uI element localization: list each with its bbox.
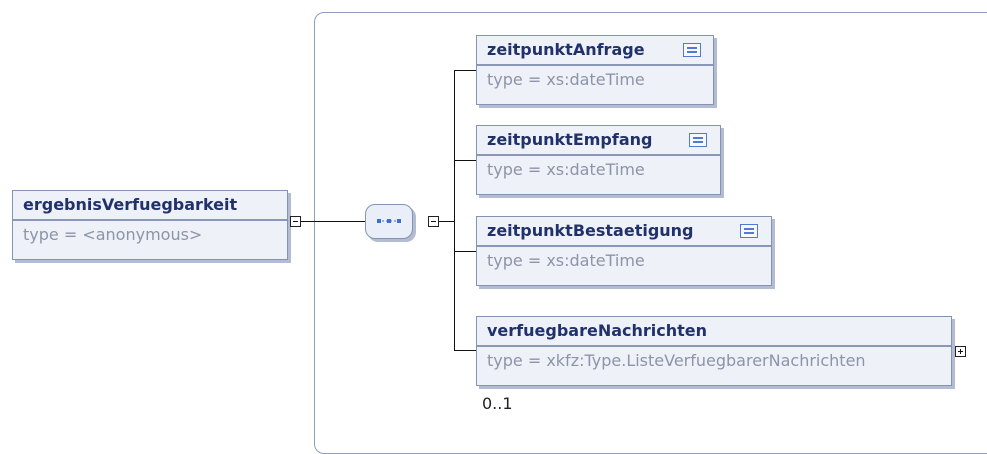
connector-root-sequence [301,221,365,222]
element-name: zeitpunktAnfrage [477,36,713,66]
element-name: zeitpunktBestaetigung [477,217,771,247]
element-zeitpunkt-empfang[interactable]: zeitpunktEmpfang type = xs:dateTime [476,125,721,195]
element-type: type = xkfz:Type.ListeVerfuegbarerNachri… [487,351,866,370]
branch-line-4 [454,350,476,351]
element-verfuegbare-nachrichten[interactable]: verfuegbareNachrichten type = xkfz:Type.… [476,316,952,386]
root-element-box[interactable]: ergebnisVerfuegbarkeit type = <anonymous… [12,190,288,260]
sequence-compositor[interactable] [365,204,413,239]
sequence-collapse-toggle[interactable] [428,216,439,227]
root-collapse-toggle[interactable] [290,216,301,227]
branch-vertical-line [454,70,455,351]
sequence-icon [377,219,401,223]
element-zeitpunkt-anfrage[interactable]: zeitpunktAnfrage type = xs:dateTime [476,35,714,105]
connector-sequence-branch [439,221,455,222]
element-zeitpunkt-bestaetigung[interactable]: zeitpunktBestaetigung type = xs:dateTime [476,216,772,286]
branch-line-2 [454,160,476,161]
element-name: zeitpunktEmpfang [477,126,720,156]
documentation-icon [683,43,701,57]
cardinality-label: 0..1 [482,394,513,413]
branch-line-1 [454,70,476,71]
root-element-name: ergebnisVerfuegbarkeit [13,191,287,221]
element-type: type = xs:dateTime [487,160,645,179]
branch-line-3 [454,251,476,252]
root-element-type: type = <anonymous> [23,225,203,244]
expand-toggle[interactable] [955,346,966,357]
element-name: verfuegbareNachrichten [477,317,951,347]
documentation-icon [689,133,707,147]
element-type: type = xs:dateTime [487,70,645,89]
element-type: type = xs:dateTime [487,251,645,270]
documentation-icon [740,224,758,238]
